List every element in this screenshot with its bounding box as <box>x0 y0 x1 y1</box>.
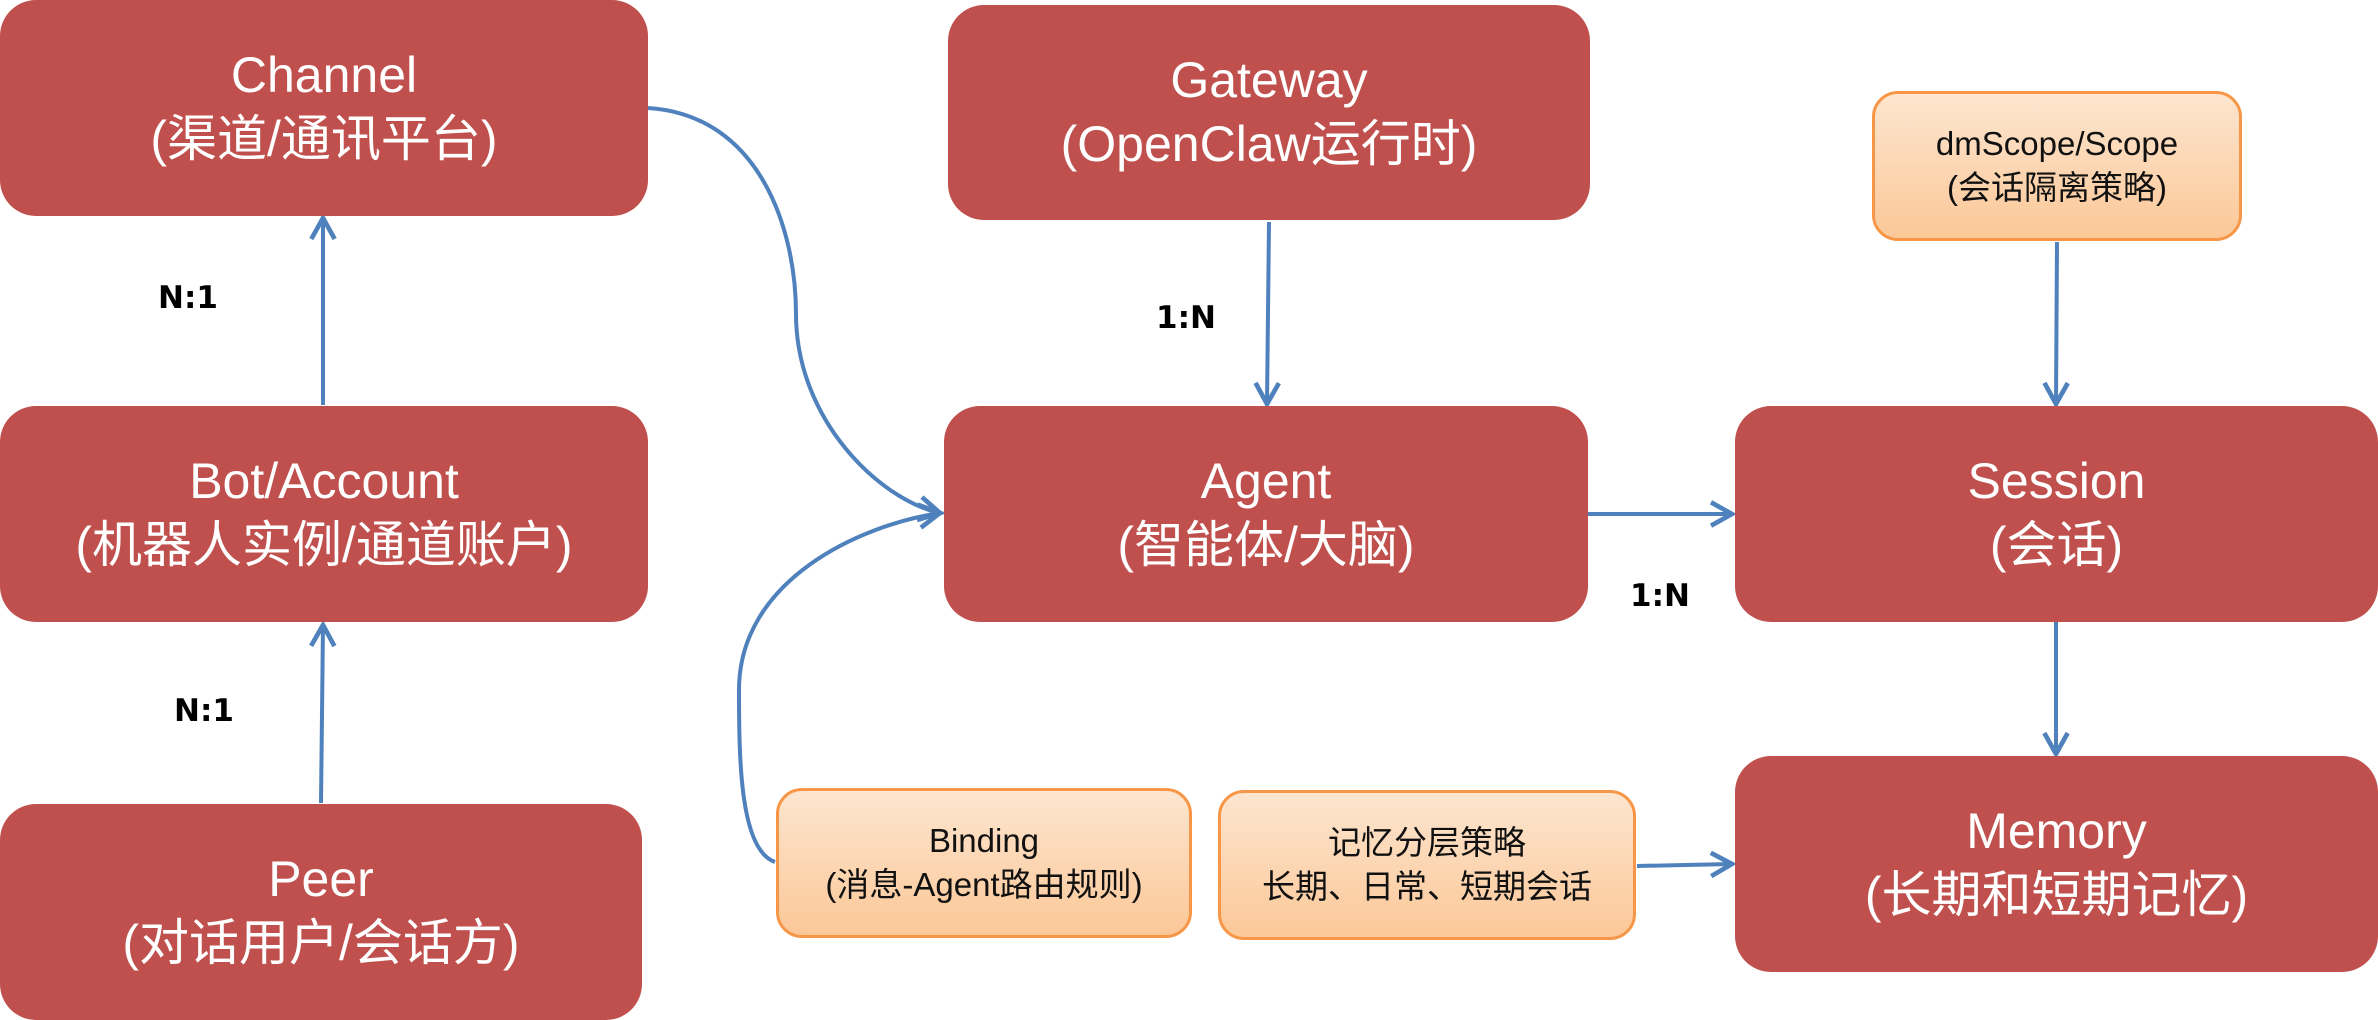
node-session[interactable]: Session (会话) <box>1735 406 2378 622</box>
node-peer[interactable]: Peer (对话用户/会话方) <box>0 804 642 1020</box>
node-title: Binding <box>928 822 1040 859</box>
node-subtitle: (智能体/大脑) <box>1117 517 1415 573</box>
edge-label-peer-bot: N:1 <box>174 693 234 729</box>
edge-gateway-to-agent <box>1267 221 1269 404</box>
node-subtitle: (会话) <box>1989 517 2124 573</box>
node-title: dmScope/Scope <box>1935 125 2179 162</box>
node-title: Session <box>1967 453 2146 509</box>
edge-binding-to-agent <box>736 513 940 864</box>
node-gateway[interactable]: Gateway (OpenClaw运行时) <box>948 5 1590 220</box>
node-subtitle: 长期、日常、短期会话 <box>1262 868 1592 905</box>
node-memory-strategy[interactable]: 记忆分层策略 长期、日常、短期会话 <box>1218 790 1636 940</box>
node-bot-account[interactable]: Bot/Account (机器人实例/通道账户) <box>0 406 648 622</box>
edge-label-bot-channel: N:1 <box>158 280 218 316</box>
node-binding[interactable]: Binding (消息-Agent路由规则) <box>776 788 1192 938</box>
node-title: 记忆分层策略 <box>1328 824 1526 861</box>
edge-label-gateway-agent: 1:N <box>1156 300 1216 336</box>
node-title: Agent <box>1200 453 1332 509</box>
edge-memstrategy-to-memory <box>1636 864 1732 866</box>
node-title: Channel <box>230 47 418 103</box>
node-scope-policy[interactable]: dmScope/Scope (会话隔离策略) <box>1872 91 2242 241</box>
edge-scope-to-session <box>2056 241 2057 404</box>
edge-channel-to-agent <box>647 106 940 513</box>
node-subtitle: (会话隔离策略) <box>1947 169 2167 206</box>
node-subtitle: (机器人实例/通道账户) <box>75 517 573 573</box>
node-subtitle: (渠道/通讯平台) <box>150 111 498 167</box>
node-channel[interactable]: Channel (渠道/通讯平台) <box>0 0 648 216</box>
node-subtitle: (OpenClaw运行时) <box>1060 115 1478 172</box>
node-subtitle: (长期和短期记忆) <box>1864 867 2249 923</box>
node-title: Memory <box>1966 803 2147 859</box>
node-agent[interactable]: Agent (智能体/大脑) <box>944 406 1588 622</box>
node-subtitle: (对话用户/会话方) <box>122 915 520 971</box>
node-title: Gateway <box>1170 51 1368 108</box>
edge-label-agent-session: 1:N <box>1630 578 1690 614</box>
node-title: Peer <box>268 851 374 907</box>
node-title: Bot/Account <box>189 453 459 509</box>
edge-peer-to-bot <box>321 625 323 804</box>
node-subtitle: (消息-Agent路由规则) <box>825 866 1143 903</box>
node-memory[interactable]: Memory (长期和短期记忆) <box>1735 756 2378 972</box>
